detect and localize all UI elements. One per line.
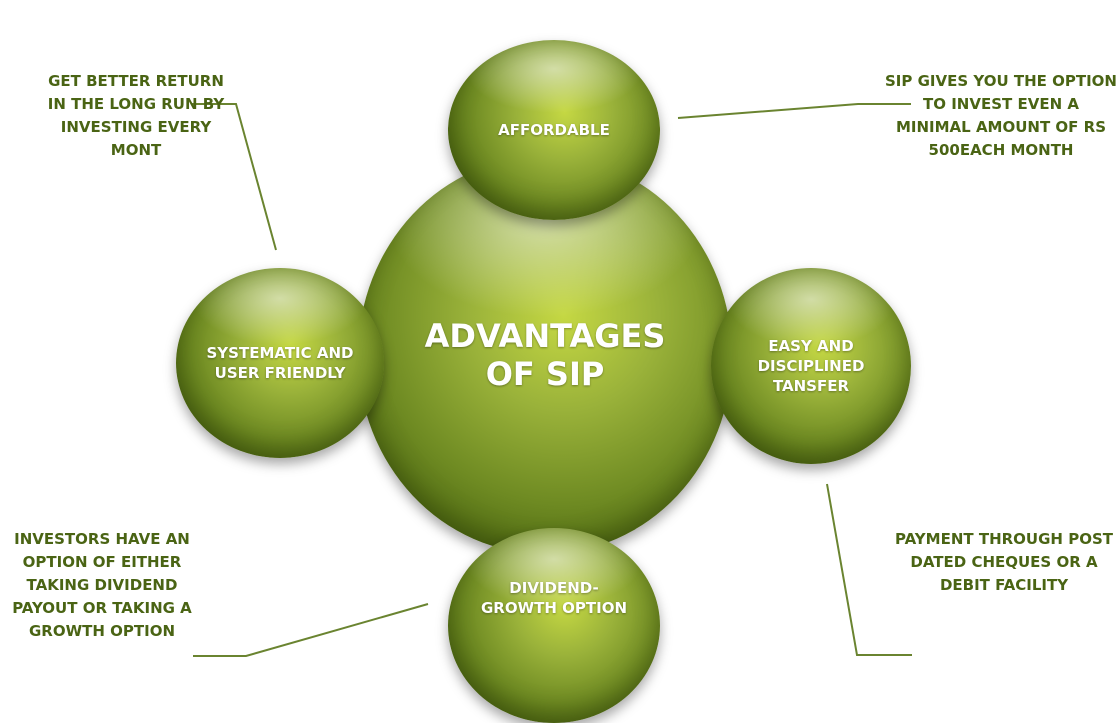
node-easy-disciplined-label: EASY AND DISCIPLINED TANSFER — [757, 337, 865, 395]
node-easy-disciplined: EASY AND DISCIPLINED TANSFER — [711, 268, 911, 464]
description-top-right: SIP GIVES YOU THE OPTION TO INVEST EVEN … — [885, 72, 1117, 159]
center-sphere: ADVANTAGES OF SIP — [358, 156, 732, 554]
node-affordable-label: AFFORDABLE — [498, 121, 610, 139]
description-bottom-left: INVESTORS HAVE AN OPTION OF EITHER TAKIN… — [12, 530, 192, 640]
node-dividend-growth-label: DIVIDEND-GROWTH OPTION — [480, 578, 628, 617]
node-systematic-label: SYSTEMATIC AND USER FRIENDLY — [206, 344, 354, 382]
connector-top-left — [191, 103, 277, 251]
center-label: ADVANTAGES OF SIP — [424, 317, 666, 393]
connector-top-right — [677, 103, 911, 119]
node-dividend-growth: DIVIDEND-GROWTH OPTION — [448, 528, 660, 723]
connector-bottom-right — [826, 483, 912, 656]
description-bottom-right: PAYMENT THROUGH POST DATED CHEQUES OR A … — [895, 530, 1113, 594]
description-top-left: GET BETTER RETURN IN THE LONG RUN BY INV… — [47, 72, 225, 159]
node-affordable: AFFORDABLE — [448, 40, 660, 220]
connector-bottom-left — [193, 603, 429, 657]
node-systematic: SYSTEMATIC AND USER FRIENDLY — [176, 268, 384, 458]
